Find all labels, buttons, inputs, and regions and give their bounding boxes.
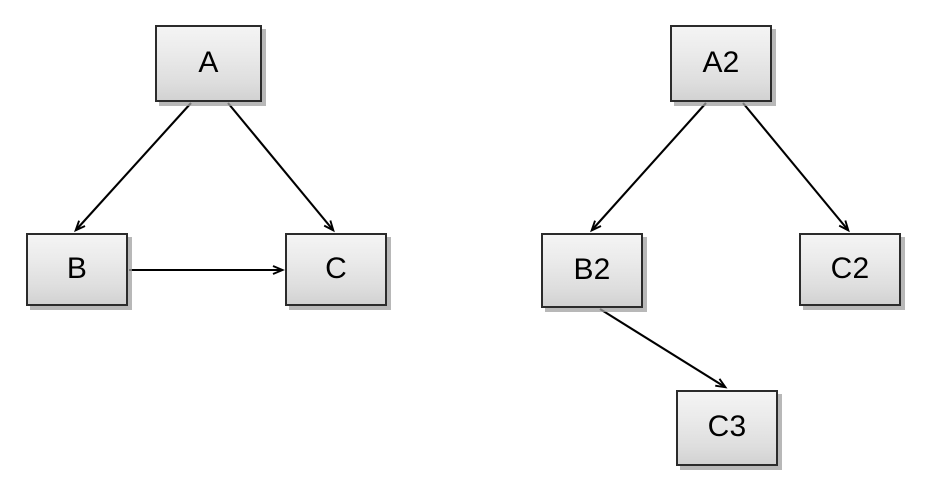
edge-a-to-c	[227, 102, 335, 233]
node-c3-label: C3	[707, 410, 747, 443]
edge-a2-to-c2	[742, 102, 850, 233]
node-a[interactable]: A	[155, 25, 262, 102]
node-c[interactable]: C	[285, 233, 387, 306]
edge-group-left	[74, 102, 335, 275]
node-c-label: C	[325, 251, 347, 285]
node-c3[interactable]: C3	[676, 390, 778, 466]
node-b-label: B	[66, 251, 88, 285]
edge-b2-to-c3	[599, 308, 728, 389]
node-c2[interactable]: C2	[799, 233, 901, 306]
edge-a2-to-b2	[590, 102, 707, 233]
edge-group-right	[590, 102, 850, 389]
node-b2-label: B2	[573, 252, 611, 286]
node-b[interactable]: B	[26, 233, 128, 306]
node-a2[interactable]: A2	[670, 25, 772, 102]
node-b2[interactable]: B2	[541, 233, 643, 308]
node-c2-label: C2	[830, 251, 870, 285]
node-a-label: A	[198, 45, 219, 79]
edge-a-to-b	[74, 102, 192, 233]
node-a2-label: A2	[702, 45, 740, 79]
